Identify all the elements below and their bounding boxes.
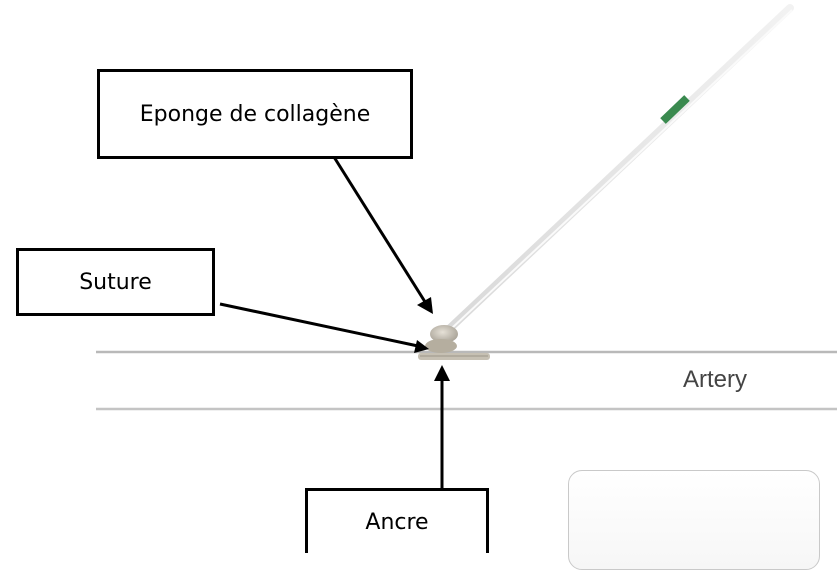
arrow-suture <box>219 302 429 353</box>
closure-device <box>444 4 794 334</box>
arrow-anchor <box>434 365 450 489</box>
background-panel <box>568 470 820 570</box>
pointer-arrows <box>219 156 450 489</box>
artery-vessel <box>96 350 837 411</box>
label-artery: Artery <box>683 366 748 393</box>
label-suture: Suture <box>16 248 215 316</box>
device-catheter-highlight <box>451 9 793 329</box>
device-green-marker <box>660 95 690 124</box>
arrow-collagen-sponge <box>332 156 433 314</box>
label-anchor: Ancre <box>305 488 489 553</box>
label-collagen-sponge: Eponge de collagène <box>97 69 413 159</box>
device-catheter <box>444 4 794 334</box>
collagen-plug <box>418 325 490 360</box>
diagram-canvas <box>96 4 837 489</box>
